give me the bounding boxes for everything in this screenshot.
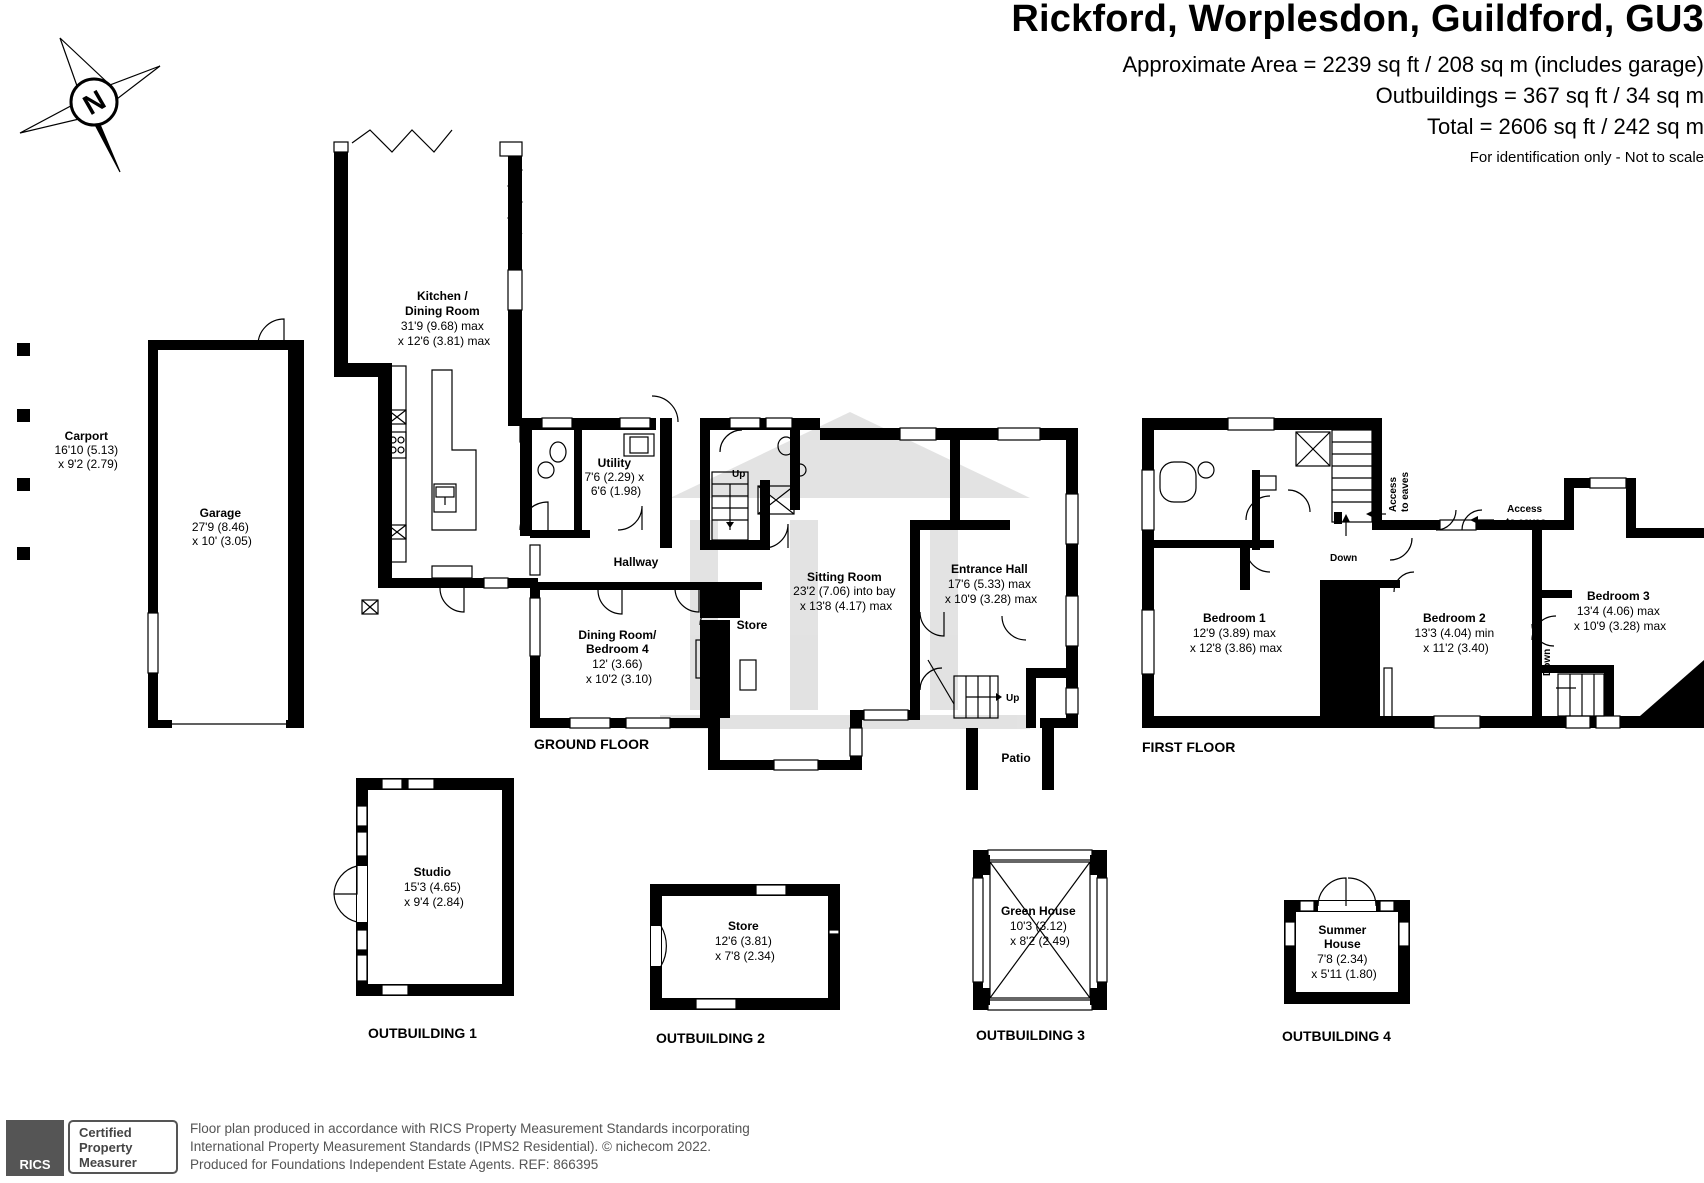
access-eaves-label-2: Access to eaves <box>1506 504 1546 528</box>
outbuilding-4-label: OUTBUILDING 4 <box>1282 1028 1391 1044</box>
rics-logo-icon: RICS <box>6 1120 64 1176</box>
outbuilding-3-walls <box>972 849 1108 1011</box>
certified-measurer-text: Certified Property Measurer <box>68 1120 178 1174</box>
room-label-entrance-hall: Entrance Hall 17'6 (5.33) max x 10'9 (3.… <box>945 562 1037 606</box>
access-eaves-label-1: Access to eaves <box>1388 472 1411 512</box>
room-label-kitchen: Kitchen / Dining Room 31'9 (9.68) max x … <box>398 289 490 348</box>
outbuilding-2-label: OUTBUILDING 2 <box>656 1030 765 1046</box>
outbuilding-1-label: OUTBUILDING 1 <box>368 1025 477 1041</box>
outbuilding-1-walls <box>333 778 514 996</box>
outbuilding-3-label: OUTBUILDING 3 <box>976 1027 1085 1043</box>
ground-floor-details <box>333 129 1079 771</box>
room-label-carport: Carport 16'10 (5.13) x 9'2 (2.79) <box>54 429 121 471</box>
stairs-down-label: Down <box>1330 553 1357 564</box>
room-label-garage: Garage 27'9 (8.46) x 10' (3.05) <box>192 506 252 548</box>
footer-line: Floor plan produced in accordance with R… <box>190 1121 750 1136</box>
garage-walls <box>147 318 304 728</box>
outbuildings-area: Outbuildings = 367 sq ft / 34 sq m <box>1375 83 1704 108</box>
stairs-up-label-entrance: Up <box>1006 693 1019 704</box>
room-label-green-house: Green House 10'3 (3.12) x 8'2 (2.49) <box>1001 904 1079 948</box>
outbuilding-2-walls <box>650 884 840 1010</box>
carport-posts <box>17 343 30 560</box>
first-floor-label: FIRST FLOOR <box>1142 739 1235 755</box>
outbuilding-4-walls <box>1284 877 1410 1004</box>
approximate-area: Approximate Area = 2239 sq ft / 208 sq m… <box>1122 52 1704 77</box>
footer-line: International Property Measurement Stand… <box>190 1139 711 1154</box>
room-label-hallway: Hallway <box>614 555 659 569</box>
first-floor-walls <box>1142 418 1704 728</box>
room-label-bedroom-2: Bedroom 2 13'3 (4.04) min x 11'2 (3.40) <box>1414 611 1497 655</box>
stairs-down-label-bedroom3: Down <box>1542 649 1553 676</box>
total-area: Total = 2606 sq ft / 242 sq m <box>1427 114 1704 139</box>
first-floor-details <box>1141 417 1627 729</box>
room-label-summer-house: Summer House 7'8 (2.34) x 5'11 (1.80) <box>1311 923 1376 981</box>
compass-north-icon: N <box>19 37 161 173</box>
room-label-store-ground: Store <box>737 618 768 632</box>
room-label-sitting-room: Sitting Room 23'2 (7.06) into bay x 13'8… <box>793 570 899 613</box>
ground-floor-label: GROUND FLOOR <box>534 736 649 752</box>
footer-credits: Floor plan produced in accordance with R… <box>190 1120 750 1174</box>
room-label-bedroom-3: Bedroom 3 13'4 (4.06) max x 10'9 (3.28) … <box>1574 589 1666 633</box>
room-label-utility: Utility 7'6 (2.29) x 6'6 (1.98) <box>585 456 648 498</box>
stairs-up-label: Up <box>732 469 745 480</box>
room-label-bedroom-1: Bedroom 1 12'9 (3.89) max x 12'8 (3.86) … <box>1190 611 1282 655</box>
room-label-store-outbuilding: Store 12'6 (3.81) x 7'8 (2.34) <box>715 919 775 963</box>
room-label-patio: Patio <box>1001 751 1030 765</box>
disclaimer-note: For identification only - Not to scale <box>1469 149 1704 166</box>
rics-certified-badge: RICS Certified Property Measurer <box>6 1120 178 1176</box>
page-title: Rickford, Worplesdon, Guildford, GU3 <box>1011 0 1704 40</box>
room-label-studio: Studio 15'3 (4.65) x 9'4 (2.84) <box>404 865 464 909</box>
footer-line: Produced for Foundations Independent Est… <box>190 1157 599 1172</box>
room-label-dining-room: Dining Room/ Bedroom 4 12' (3.66) x 10'2… <box>578 628 659 686</box>
